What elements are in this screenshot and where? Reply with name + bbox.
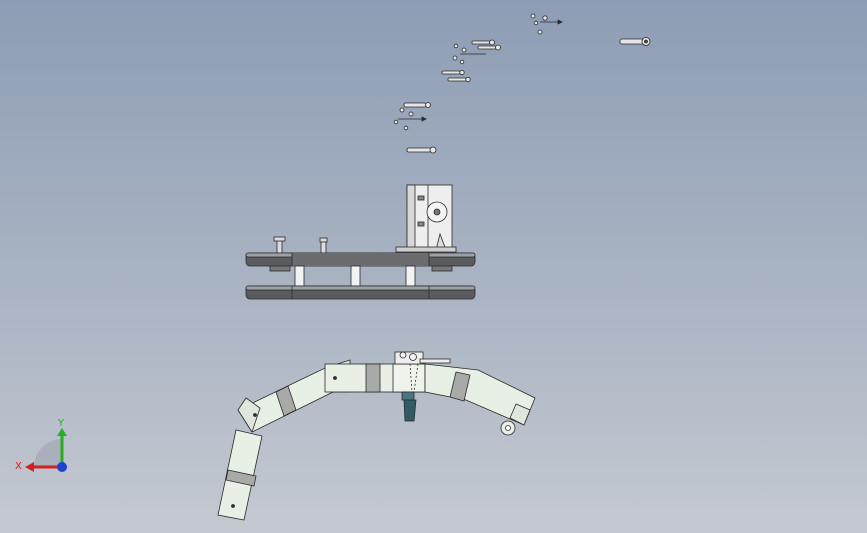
screw-group-upper[interactable] (452, 39, 501, 65)
coordinate-triad: Y X (15, 418, 67, 472)
y-axis-arrowhead (57, 428, 67, 436)
bottom-plate[interactable] (245, 285, 476, 300)
screw-group-top[interactable] (530, 13, 563, 35)
upright-bracket[interactable] (395, 184, 457, 253)
z-axis-indicator (57, 462, 67, 472)
arm-center-block[interactable] (324, 359, 426, 393)
spacer-posts[interactable] (269, 265, 453, 289)
arm-segment-left-angled[interactable] (237, 367, 334, 433)
teal-handle[interactable] (401, 391, 417, 422)
y-axis-label: Y (57, 418, 65, 429)
screw-group-lower[interactable] (393, 102, 431, 131)
x-axis-label: X (15, 461, 22, 472)
triad-plane-shade (34, 439, 62, 467)
arm-segment-left-vertical[interactable] (217, 429, 263, 521)
base-fixture-assembly[interactable] (245, 184, 476, 300)
bolt-short-lower[interactable] (406, 146, 437, 154)
top-plate[interactable] (245, 252, 476, 267)
screw-group-middle[interactable] (441, 69, 471, 83)
clamp-mechanism[interactable] (394, 351, 451, 393)
curved-arm-assembly[interactable] (217, 351, 536, 521)
exploded-fasteners[interactable] (393, 13, 651, 154)
x-axis-arrowhead (25, 462, 34, 472)
arm-segment-right[interactable] (424, 363, 536, 436)
bolt-long-right[interactable] (619, 37, 651, 46)
locating-pins[interactable] (273, 236, 328, 255)
